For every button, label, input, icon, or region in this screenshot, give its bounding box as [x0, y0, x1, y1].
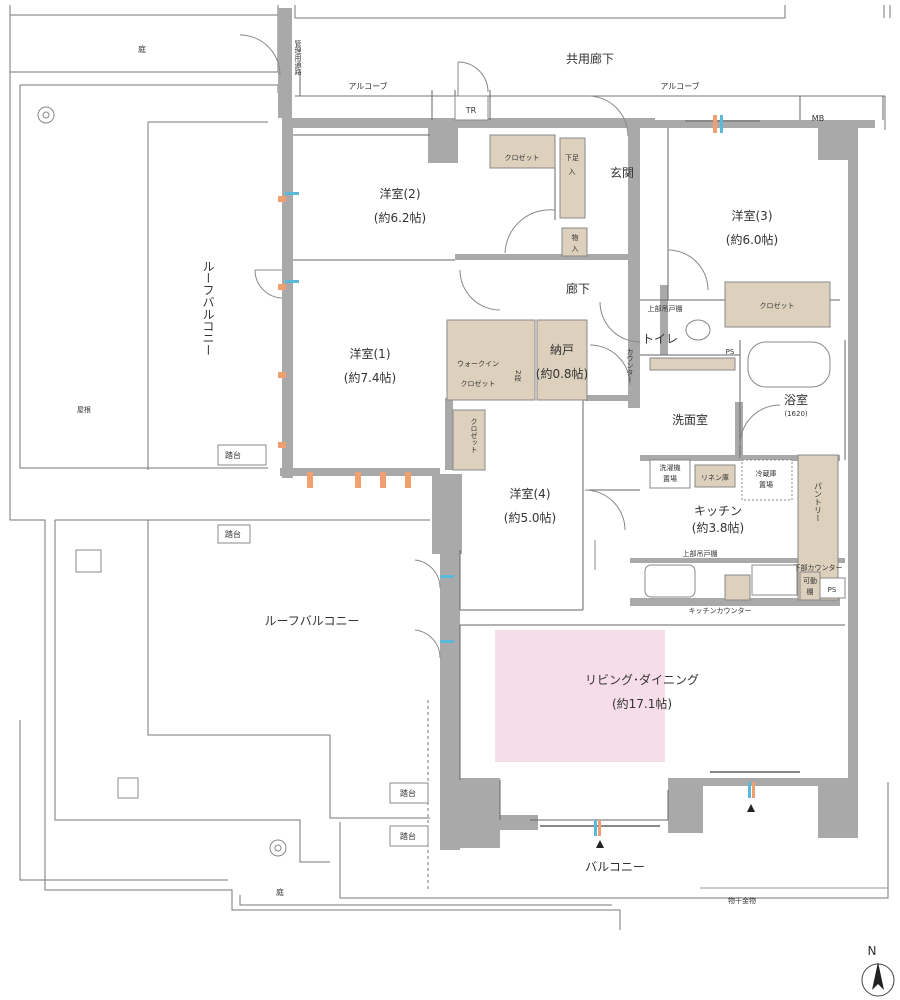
label-yane: 屋根 — [77, 405, 91, 414]
room-kitchen-size: (約3.8帖) — [692, 520, 744, 535]
fixture-kabu-counter: 下部カウンター — [794, 563, 843, 572]
fixture-walkin-1: ウォークイン — [457, 360, 499, 368]
drain-bottom-inner — [274, 844, 282, 852]
ps-box-2 — [819, 577, 846, 599]
geta-box — [559, 137, 586, 219]
label-alcove-right: アルコーブ — [660, 81, 699, 91]
fixture-kitchen-counter: キッチンカウンター — [689, 606, 752, 615]
fumidai-box-2 — [217, 524, 251, 544]
walkin-closet — [446, 319, 536, 401]
room-nando-name: 納戸 — [550, 343, 574, 357]
room-youshitsu1-name: 洋室(1) — [350, 346, 391, 361]
linen-box — [694, 464, 736, 488]
vent-square-1 — [75, 549, 102, 573]
fixture-closet-right: クロゼット — [760, 301, 795, 310]
fixture-counter-toilet: カウンター — [626, 348, 634, 383]
fumidai-box-1 — [217, 444, 267, 466]
fixture-kadou-2: 棚 — [807, 587, 814, 596]
label-kanri-tsuro: 管理用通路 — [294, 39, 302, 76]
exterior-lines — [9, 5, 891, 930]
room-youshitsu2-size: (約6.2帖) — [374, 210, 426, 225]
label-fumidai-2: 踏台 — [225, 529, 241, 539]
labels: 庭 共用廊下 アルコーブ アルコーブ TR MB 管理用通路 屋根 ルーフバルコ… — [77, 39, 843, 905]
fixture-jobu-toda-2: 上部吊戸棚 — [683, 549, 718, 558]
closet-right — [724, 281, 831, 328]
room-youshitsu1-size: (約7.4帖) — [344, 370, 396, 385]
label-fumidai-3: 踏台 — [400, 788, 416, 798]
fixture-nidan: 2段 — [514, 370, 522, 383]
room-kitchen-name: キッチン — [694, 504, 742, 518]
fixture-jobu-toda-1: 上部吊戸棚 — [648, 304, 683, 313]
compass-n-label: N — [868, 944, 877, 958]
vent-square-2 — [117, 777, 139, 799]
stove — [751, 564, 798, 596]
mono-box — [561, 227, 588, 257]
washbasin — [649, 357, 736, 371]
fixture-linen: リネン庫 — [701, 473, 729, 482]
room-youshitsu4-name: 洋室(4) — [510, 486, 551, 501]
sink — [644, 564, 696, 598]
room-youshitsu3-name: 洋室(3) — [732, 208, 773, 223]
fixture-reizouko-2: 置場 — [759, 480, 773, 489]
fridge-space — [741, 459, 793, 501]
room-nando-size: (約0.8帖) — [536, 366, 588, 381]
room-toilet: トイレ — [642, 332, 678, 346]
label-balcony: バルコニー — [585, 860, 645, 874]
fixture-closet-top: クロゼット — [505, 153, 540, 162]
room-genkan: 玄関 — [610, 165, 634, 180]
walls — [278, 8, 875, 850]
fixture-mono-1: 物 — [572, 233, 579, 242]
nando — [536, 319, 588, 401]
room-yokushitsu-size: (1620) — [784, 410, 808, 418]
room-senmen: 洗面室 — [672, 412, 708, 427]
fixture-geta-1: 下足 — [565, 154, 579, 162]
label-common-corridor: 共用廊下 — [566, 51, 614, 66]
room-youshitsu4-size: (約5.0帖) — [504, 510, 556, 525]
room-ld-size: (約17.1帖) — [612, 696, 672, 711]
bathtub — [747, 341, 831, 388]
label-alcove-left: アルコーブ — [348, 81, 387, 91]
label-tr: TR — [465, 106, 477, 115]
drain-top-inner — [42, 111, 50, 119]
toilet-bowl — [685, 319, 711, 341]
stove-base — [724, 574, 751, 601]
fixture-walkin-2: クロゼット — [461, 379, 496, 388]
label-monohoshi: 物干金物 — [728, 896, 756, 905]
closet-r4 — [452, 409, 486, 471]
compass-arrow-icon — [872, 962, 884, 990]
tr-box — [454, 95, 489, 121]
fixture-mono-2: 入 — [572, 245, 579, 253]
room-youshitsu3-size: (約6.0帖) — [726, 232, 778, 247]
fixture-sentakuki-1: 洗濯機 — [660, 463, 681, 472]
washer-space — [649, 459, 691, 489]
label-fumidai-4: 踏台 — [400, 831, 416, 841]
label-roof-balcony-1: ルーフバルコニー — [201, 260, 215, 356]
room-yokushitsu: 浴室 — [784, 392, 808, 407]
label-garden-bottom: 庭 — [276, 887, 284, 897]
fumidai-box-3 — [389, 782, 429, 804]
aircon-marks — [278, 115, 755, 848]
label-garden-top: 庭 — [138, 44, 146, 54]
fixture-geta-2: 入 — [569, 168, 576, 176]
room-rouka: 廊下 — [566, 281, 590, 296]
fumidai-box-4 — [389, 825, 429, 847]
label-mb: MB — [812, 114, 824, 123]
label-fumidai-1: 踏台 — [225, 450, 241, 460]
fixture-sentakuki-2: 置場 — [663, 474, 677, 483]
fixture-reizouko-1: 冷蔵庫 — [756, 469, 777, 478]
fixture-ps-2: PS — [828, 586, 837, 594]
fixture-ps-1: PS — [726, 348, 735, 356]
room-youshitsu2-name: 洋室(2) — [380, 186, 421, 201]
ld-highlight — [495, 630, 665, 762]
closet-top — [489, 134, 556, 169]
fixture-pantry: パントリー — [814, 482, 823, 522]
fixtures — [37, 95, 846, 857]
fixture-kadou-1: 可動 — [803, 576, 817, 585]
label-roof-balcony-2: ルーフバルコニー — [264, 614, 359, 628]
fixture-closet-r4: クロゼット — [470, 418, 478, 453]
room-ld-name: リビング･ダイニング — [585, 672, 699, 687]
north-compass: N — [861, 944, 895, 997]
